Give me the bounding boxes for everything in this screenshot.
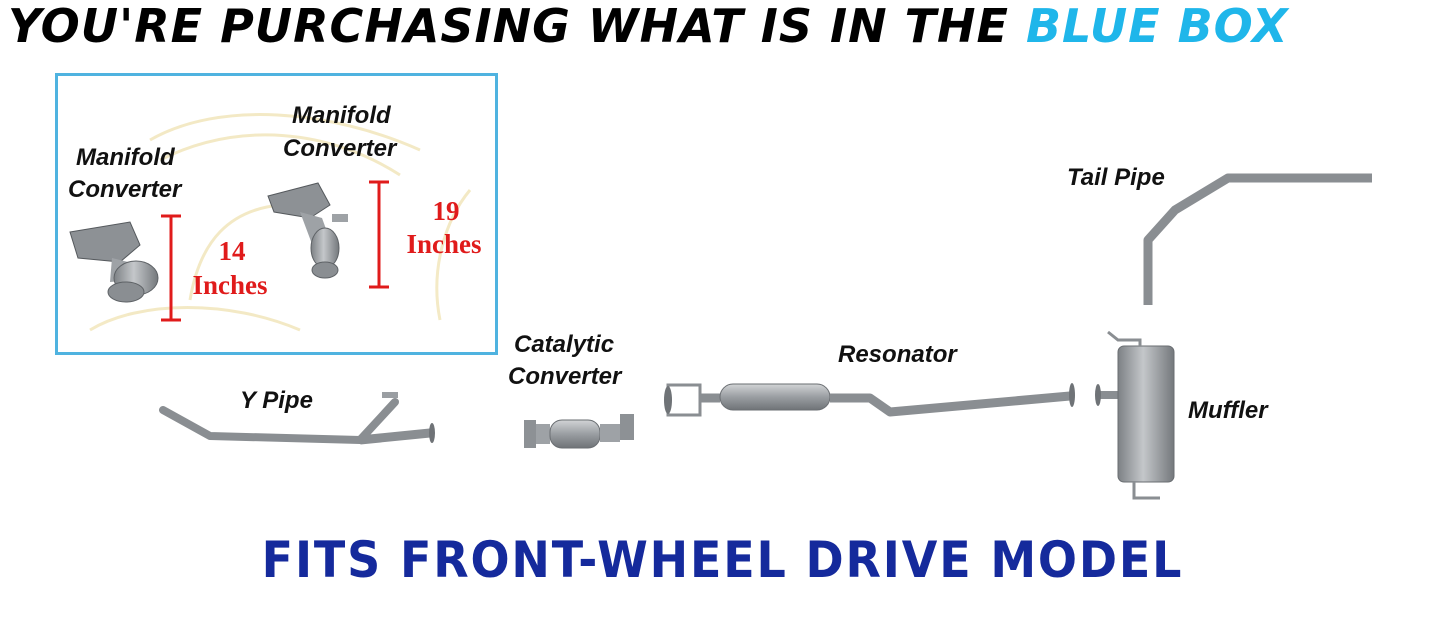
- resonator-label: Resonator: [838, 341, 957, 368]
- y-pipe: [159, 392, 435, 445]
- headline-text: YOU'RE PURCHASING WHAT IS IN THE: [8, 0, 1009, 53]
- catalytic-label-line1: Catalytic: [514, 331, 615, 358]
- manifold-converter-left: [69, 221, 159, 303]
- manifold-label-left-line1: Manifold: [76, 144, 175, 171]
- tail-pipe-label: Tail Pipe: [1067, 164, 1165, 191]
- headline-highlight: BLUE BOX: [1025, 0, 1289, 53]
- measure-bar-19: [369, 180, 389, 289]
- footer-fitment: FITS FRONT-WHEEL DRIVE MODEL: [261, 531, 1184, 589]
- measure-value-19: 19: [432, 196, 460, 226]
- muffler-label: Muffler: [1188, 397, 1268, 424]
- measure-unit-19: Inches: [406, 229, 482, 259]
- manifold-label-right-line1: Manifold: [292, 102, 391, 129]
- catalytic-converter: [524, 414, 634, 449]
- headline: YOU'RE PURCHASING WHAT IS IN THE BLUE BO…: [8, 0, 1438, 54]
- measure-unit-14: Inches: [192, 270, 268, 300]
- muffler: [1095, 330, 1175, 500]
- measure-value-14: 14: [218, 236, 246, 266]
- tail-pipe: [1143, 173, 1372, 305]
- y-pipe-label: Y Pipe: [240, 387, 313, 414]
- blue-box: [55, 73, 498, 355]
- resonator-pipe: [664, 383, 1075, 417]
- manifold-converter-right: [267, 182, 348, 279]
- manifold-label-left-line2: Converter: [68, 176, 182, 203]
- catalytic-label-line2: Converter: [508, 363, 622, 390]
- measure-bar-14: [161, 214, 181, 322]
- manifold-label-right-line2: Converter: [283, 135, 397, 162]
- decorative-swirl: [89, 113, 472, 332]
